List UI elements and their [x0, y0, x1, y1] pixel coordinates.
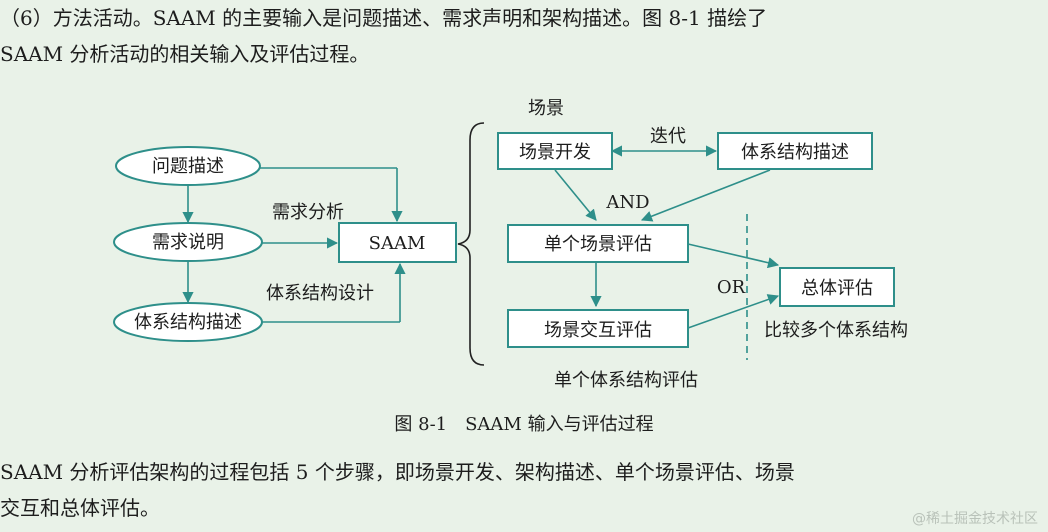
intro-line-1: （6）方法活动。SAAM 的主要输入是问题描述、需求声明和架构描述。图 8-1 …: [0, 6, 768, 30]
intro-paragraph: （6）方法活动。SAAM 的主要输入是问题描述、需求声明和架构描述。图 8-1 …: [0, 0, 1048, 72]
scenario-group-label: 场景: [528, 98, 564, 119]
node-scenario-interaction-evaluation: 场景交互评估: [507, 309, 689, 348]
and-label: AND: [605, 192, 649, 213]
saam-label: SAAM: [369, 233, 426, 254]
architecture-description-left-label: 体系结构描述: [134, 312, 242, 333]
edge-scenario-dev-to-single: [554, 169, 597, 221]
scenario-interaction-evaluation-label: 场景交互评估: [544, 320, 652, 341]
saam-diagram: 问题描述 需求说明 体系结构描述 SAAM 需求分析 体系结构设计 场景 场景开…: [113, 98, 908, 435]
intro-line-2: SAAM 分析活动的相关输入及评估过程。: [0, 42, 370, 66]
right-edges: [554, 145, 780, 360]
node-saam: SAAM: [338, 222, 457, 263]
requirement-statement-label: 需求说明: [152, 232, 224, 253]
edge-single-to-overall: [687, 243, 780, 269]
node-scenario-development: 场景开发: [497, 132, 613, 170]
single-scenario-evaluation-label: 单个场景评估: [544, 234, 652, 255]
watermark: @稀土掘金技术社区: [912, 511, 1038, 527]
requirement-analysis-label: 需求分析: [272, 202, 344, 223]
outro-line-1: SAAM 分析评估架构的过程包括 5 个步骤，即场景开发、架构描述、单个场景评估…: [0, 460, 795, 484]
figure-caption: 图 8-1 SAAM 输入与评估过程: [394, 414, 653, 435]
left-edges: [182, 167, 406, 323]
architecture-design-label: 体系结构设计: [266, 283, 374, 304]
scenario-development-label: 场景开发: [519, 142, 591, 163]
edge-interaction-to-overall: [687, 294, 780, 329]
outro-line-2: 交互和总体评估。: [0, 496, 160, 520]
or-label: OR: [717, 277, 746, 298]
node-overall-evaluation: 总体评估: [779, 267, 895, 307]
architecture-description-right-label: 体系结构描述: [741, 142, 849, 163]
node-single-scenario-evaluation: 单个场景评估: [507, 224, 689, 263]
scenario-brace: [457, 122, 485, 366]
node-problem-description: 问题描述: [115, 146, 261, 186]
problem-description-label: 问题描述: [152, 156, 224, 177]
node-architecture-description-left: 体系结构描述: [113, 302, 263, 342]
compare-multiple-label: 比较多个体系结构: [764, 320, 908, 341]
node-requirement-statement: 需求说明: [113, 222, 263, 262]
edge-arch-right-to-single: [640, 169, 771, 222]
outro-paragraph: SAAM 分析评估架构的过程包括 5 个步骤，即场景开发、架构描述、单个场景评估…: [0, 454, 1048, 526]
iteration-label: 迭代: [650, 126, 686, 147]
single-architecture-evaluation-label: 单个体系结构评估: [554, 370, 698, 391]
node-architecture-description-right: 体系结构描述: [717, 132, 873, 170]
overall-evaluation-label: 总体评估: [801, 278, 873, 299]
